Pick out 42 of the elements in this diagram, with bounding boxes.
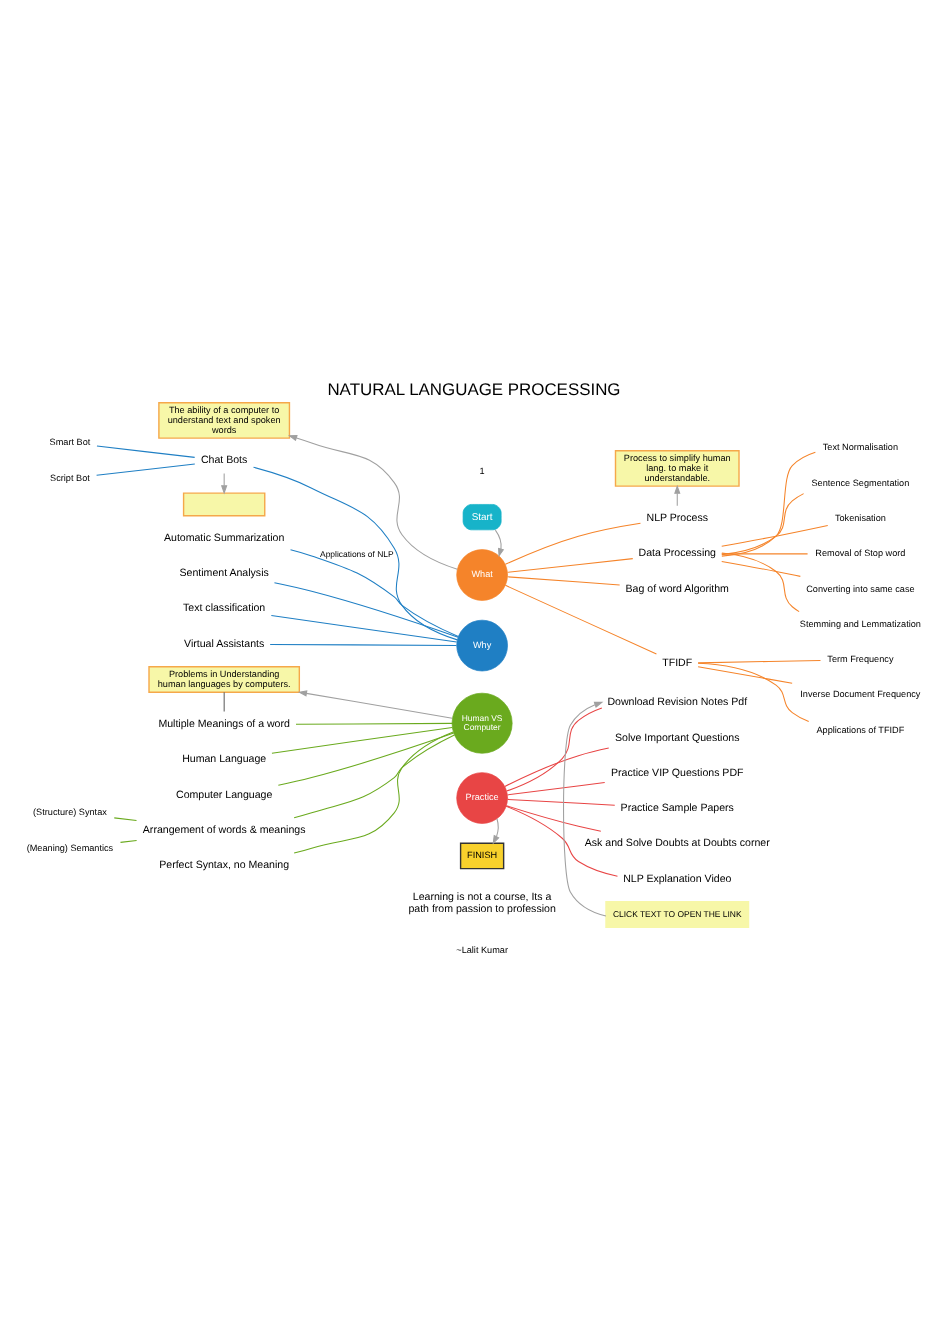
connector [504, 521, 641, 564]
connector [697, 658, 822, 663]
connector [505, 804, 602, 831]
connector [697, 661, 810, 722]
connector [505, 804, 618, 876]
connector [697, 665, 793, 683]
arrow [492, 817, 500, 844]
connector [119, 839, 138, 842]
connector [507, 557, 634, 572]
arrow [220, 471, 228, 494]
connector [721, 492, 805, 555]
connector [293, 730, 454, 853]
arrow [494, 528, 505, 557]
connector [96, 462, 196, 475]
connector [295, 721, 453, 724]
connector [273, 581, 459, 637]
connector [269, 642, 457, 645]
connector [721, 524, 829, 546]
connector [504, 583, 657, 654]
connector [507, 797, 616, 805]
arrow [674, 483, 681, 506]
connector [721, 551, 800, 612]
connector [271, 725, 453, 753]
connector [504, 746, 610, 786]
connector [253, 465, 458, 640]
node-box [182, 491, 266, 516]
arrow [288, 433, 458, 569]
arrow [563, 700, 607, 916]
connector [223, 690, 225, 712]
connector [506, 780, 606, 795]
connector [277, 731, 455, 785]
connector [507, 575, 621, 585]
connector [721, 450, 816, 556]
connector [96, 444, 196, 457]
connector [270, 614, 458, 642]
diagram-title: NATURAL LANGUAGE PROCESSING [327, 378, 621, 399]
connector [113, 816, 137, 820]
connector [290, 548, 459, 637]
arrow [297, 689, 453, 718]
connector [506, 706, 603, 791]
connector [721, 559, 801, 576]
connector [293, 733, 455, 818]
